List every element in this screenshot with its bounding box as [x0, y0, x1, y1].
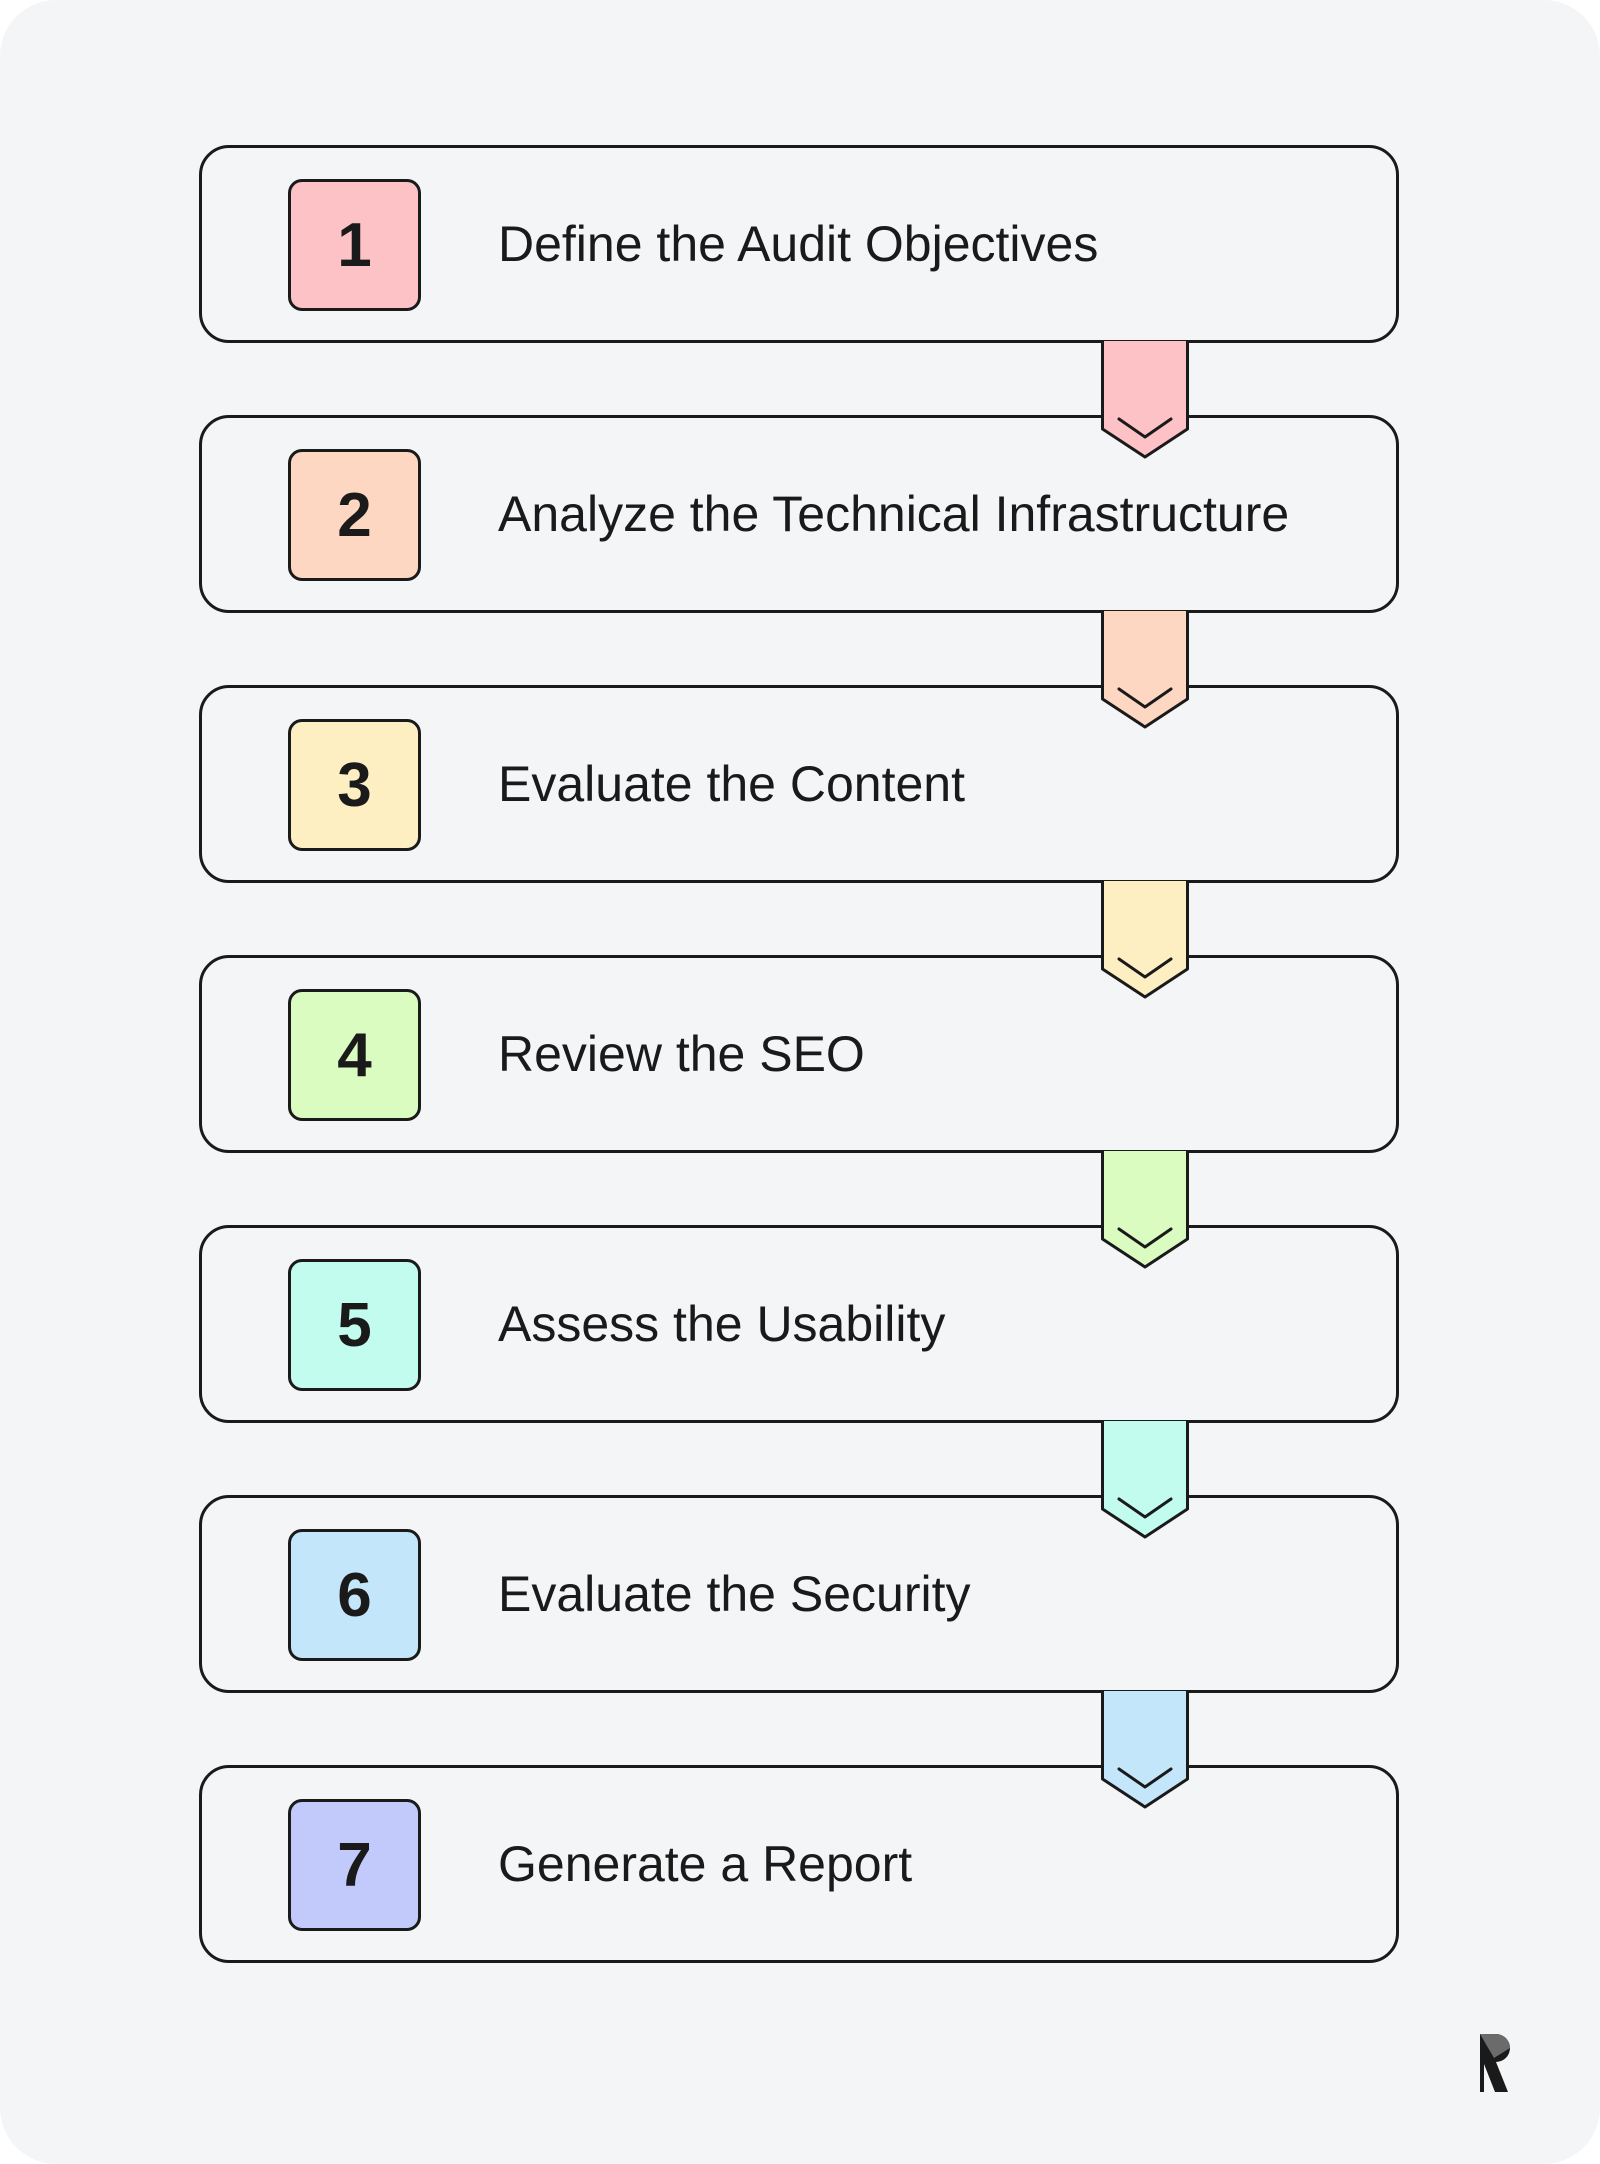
connector-arrow-4-5 — [1101, 1151, 1189, 1269]
step-box-7: 7 Generate a Report — [199, 1765, 1399, 1963]
step-label: Review the SEO — [498, 1026, 865, 1082]
step-number-badge: 3 — [288, 719, 421, 851]
step-box-1: 1 Define the Audit Objectives — [199, 145, 1399, 343]
connector-tab — [1101, 1421, 1189, 1539]
step-box-5: 5 Assess the Usability — [199, 1225, 1399, 1423]
chevron-down-icon — [1117, 417, 1173, 439]
chevron-down-icon — [1117, 957, 1173, 979]
step-label: Evaluate the Security — [498, 1566, 971, 1622]
connector-arrow-5-6 — [1101, 1421, 1189, 1539]
connector-arrow-2-3 — [1101, 611, 1189, 729]
step-number-badge: 6 — [288, 1529, 421, 1661]
step-number-badge: 4 — [288, 989, 421, 1121]
step-label: Generate a Report — [498, 1836, 913, 1892]
step-number-badge: 2 — [288, 449, 421, 581]
step-box-2: 2 Analyze the Technical Infrastructure — [199, 415, 1399, 613]
connector-tab — [1101, 1691, 1189, 1809]
step-number-badge: 5 — [288, 1259, 421, 1391]
step-number-badge: 1 — [288, 179, 421, 311]
step-box-3: 3 Evaluate the Content — [199, 685, 1399, 883]
connector-tab — [1101, 341, 1189, 459]
step-label: Assess the Usability — [498, 1296, 946, 1352]
chevron-down-icon — [1117, 1497, 1173, 1519]
step-box-4: 4 Review the SEO — [199, 955, 1399, 1153]
step-box-6: 6 Evaluate the Security — [199, 1495, 1399, 1693]
step-number-badge: 7 — [288, 1799, 421, 1931]
connector-tab — [1101, 1151, 1189, 1269]
connector-arrow-6-7 — [1101, 1691, 1189, 1809]
connector-tab — [1101, 611, 1189, 729]
connector-arrow-1-2 — [1101, 341, 1189, 459]
step-label: Analyze the Technical Infrastructure — [498, 486, 1290, 542]
step-label: Define the Audit Objectives — [498, 216, 1099, 272]
chevron-down-icon — [1117, 687, 1173, 709]
brand-r-logo-icon — [1480, 2034, 1510, 2092]
connector-tab — [1101, 881, 1189, 999]
step-label: Evaluate the Content — [498, 756, 965, 812]
chevron-down-icon — [1117, 1227, 1173, 1249]
chevron-down-icon — [1117, 1767, 1173, 1789]
connector-arrow-3-4 — [1101, 881, 1189, 999]
